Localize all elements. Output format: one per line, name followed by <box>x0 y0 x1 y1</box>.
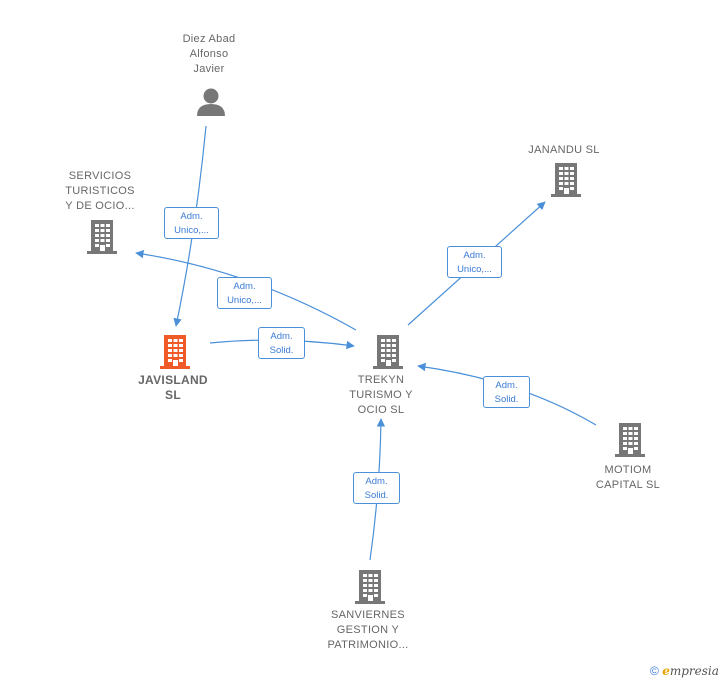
building-icon[interactable] <box>373 335 403 369</box>
edge-label-trekyn-to-servicios[interactable]: Adm. Unico,... <box>217 277 272 309</box>
label-line: GESTION Y <box>336 624 400 636</box>
label-line: PATRIMONIO... <box>327 639 409 651</box>
node-label-servicios[interactable]: SERVICIOS TURISTICOS Y DE OCIO... <box>50 169 150 214</box>
label-line: TURISMO Y <box>349 389 413 401</box>
building-icon[interactable] <box>355 570 385 604</box>
copyright-symbol: © <box>650 664 659 678</box>
building-icon[interactable] <box>551 163 581 197</box>
edge-label-line: Solid. <box>269 345 294 356</box>
edge-label-line: Unico,... <box>174 225 209 236</box>
node-label-janandu[interactable]: JANANDU SL <box>504 143 624 158</box>
edge-label-line: Unico,... <box>457 264 492 275</box>
label-line: Y DE OCIO... <box>65 200 135 212</box>
node-label-motiom[interactable]: MOTIOM CAPITAL SL <box>578 463 678 493</box>
brand-name: mpresia <box>669 664 719 678</box>
label-line: Alfonso <box>189 48 229 60</box>
edge-label-trekyn-to-janandu[interactable]: Adm. Unico,... <box>447 246 502 278</box>
brand-initial: e <box>662 664 670 678</box>
label-line: JAVISLAND <box>138 373 208 387</box>
node-label-javisland[interactable]: JAVISLAND SL <box>123 373 223 403</box>
edge-label-line: Solid. <box>364 490 389 501</box>
person-icon[interactable] <box>197 88 225 117</box>
label-line: Diez Abad <box>182 33 236 45</box>
label-line: JANANDU SL <box>528 144 600 156</box>
building-icon[interactable] <box>160 335 190 369</box>
label-line: SERVICIOS <box>68 170 132 182</box>
brand-logo: empresia <box>662 664 719 678</box>
label-line: CAPITAL SL <box>595 479 661 491</box>
node-label-trekyn[interactable]: TREKYN TURISMO Y OCIO SL <box>331 373 431 418</box>
building-icon[interactable] <box>87 220 117 254</box>
edge-label-javisland-to-trekyn[interactable]: Adm. Solid. <box>258 327 305 359</box>
label-line: MOTIOM <box>604 464 652 476</box>
label-line: TREKYN <box>357 374 405 386</box>
edge-label-line: Adm. <box>495 380 518 391</box>
label-line: OCIO SL <box>357 404 405 416</box>
edge-label-line: Adm. <box>233 281 256 292</box>
footer-brand: © empresia <box>650 664 719 678</box>
edge-label-diez-to-javisland[interactable]: Adm. Unico,... <box>164 207 219 239</box>
edge-label-motiom-to-trekyn[interactable]: Adm. Solid. <box>483 376 530 408</box>
label-line: SANVIERNES <box>331 609 405 621</box>
edge-label-line: Unico,... <box>227 295 262 306</box>
label-line: Javier <box>193 63 225 75</box>
edge-label-line: Adm. <box>365 476 388 487</box>
edge-label-line: Adm. <box>270 331 293 342</box>
edge-label-line: Adm. <box>180 211 203 222</box>
edge-label-line: Solid. <box>494 394 519 405</box>
label-line: SL <box>165 388 181 402</box>
node-label-sanviernes[interactable]: SANVIERNES GESTION Y PATRIMONIO... <box>313 608 423 653</box>
building-icon[interactable] <box>615 423 645 457</box>
edge-label-line: Adm. <box>463 250 486 261</box>
edge-label-sanviernes-to-trekyn[interactable]: Adm. Solid. <box>353 472 400 504</box>
node-label-diez-abad[interactable]: Diez Abad Alfonso Javier <box>159 32 259 77</box>
label-line: TURISTICOS <box>65 185 135 197</box>
